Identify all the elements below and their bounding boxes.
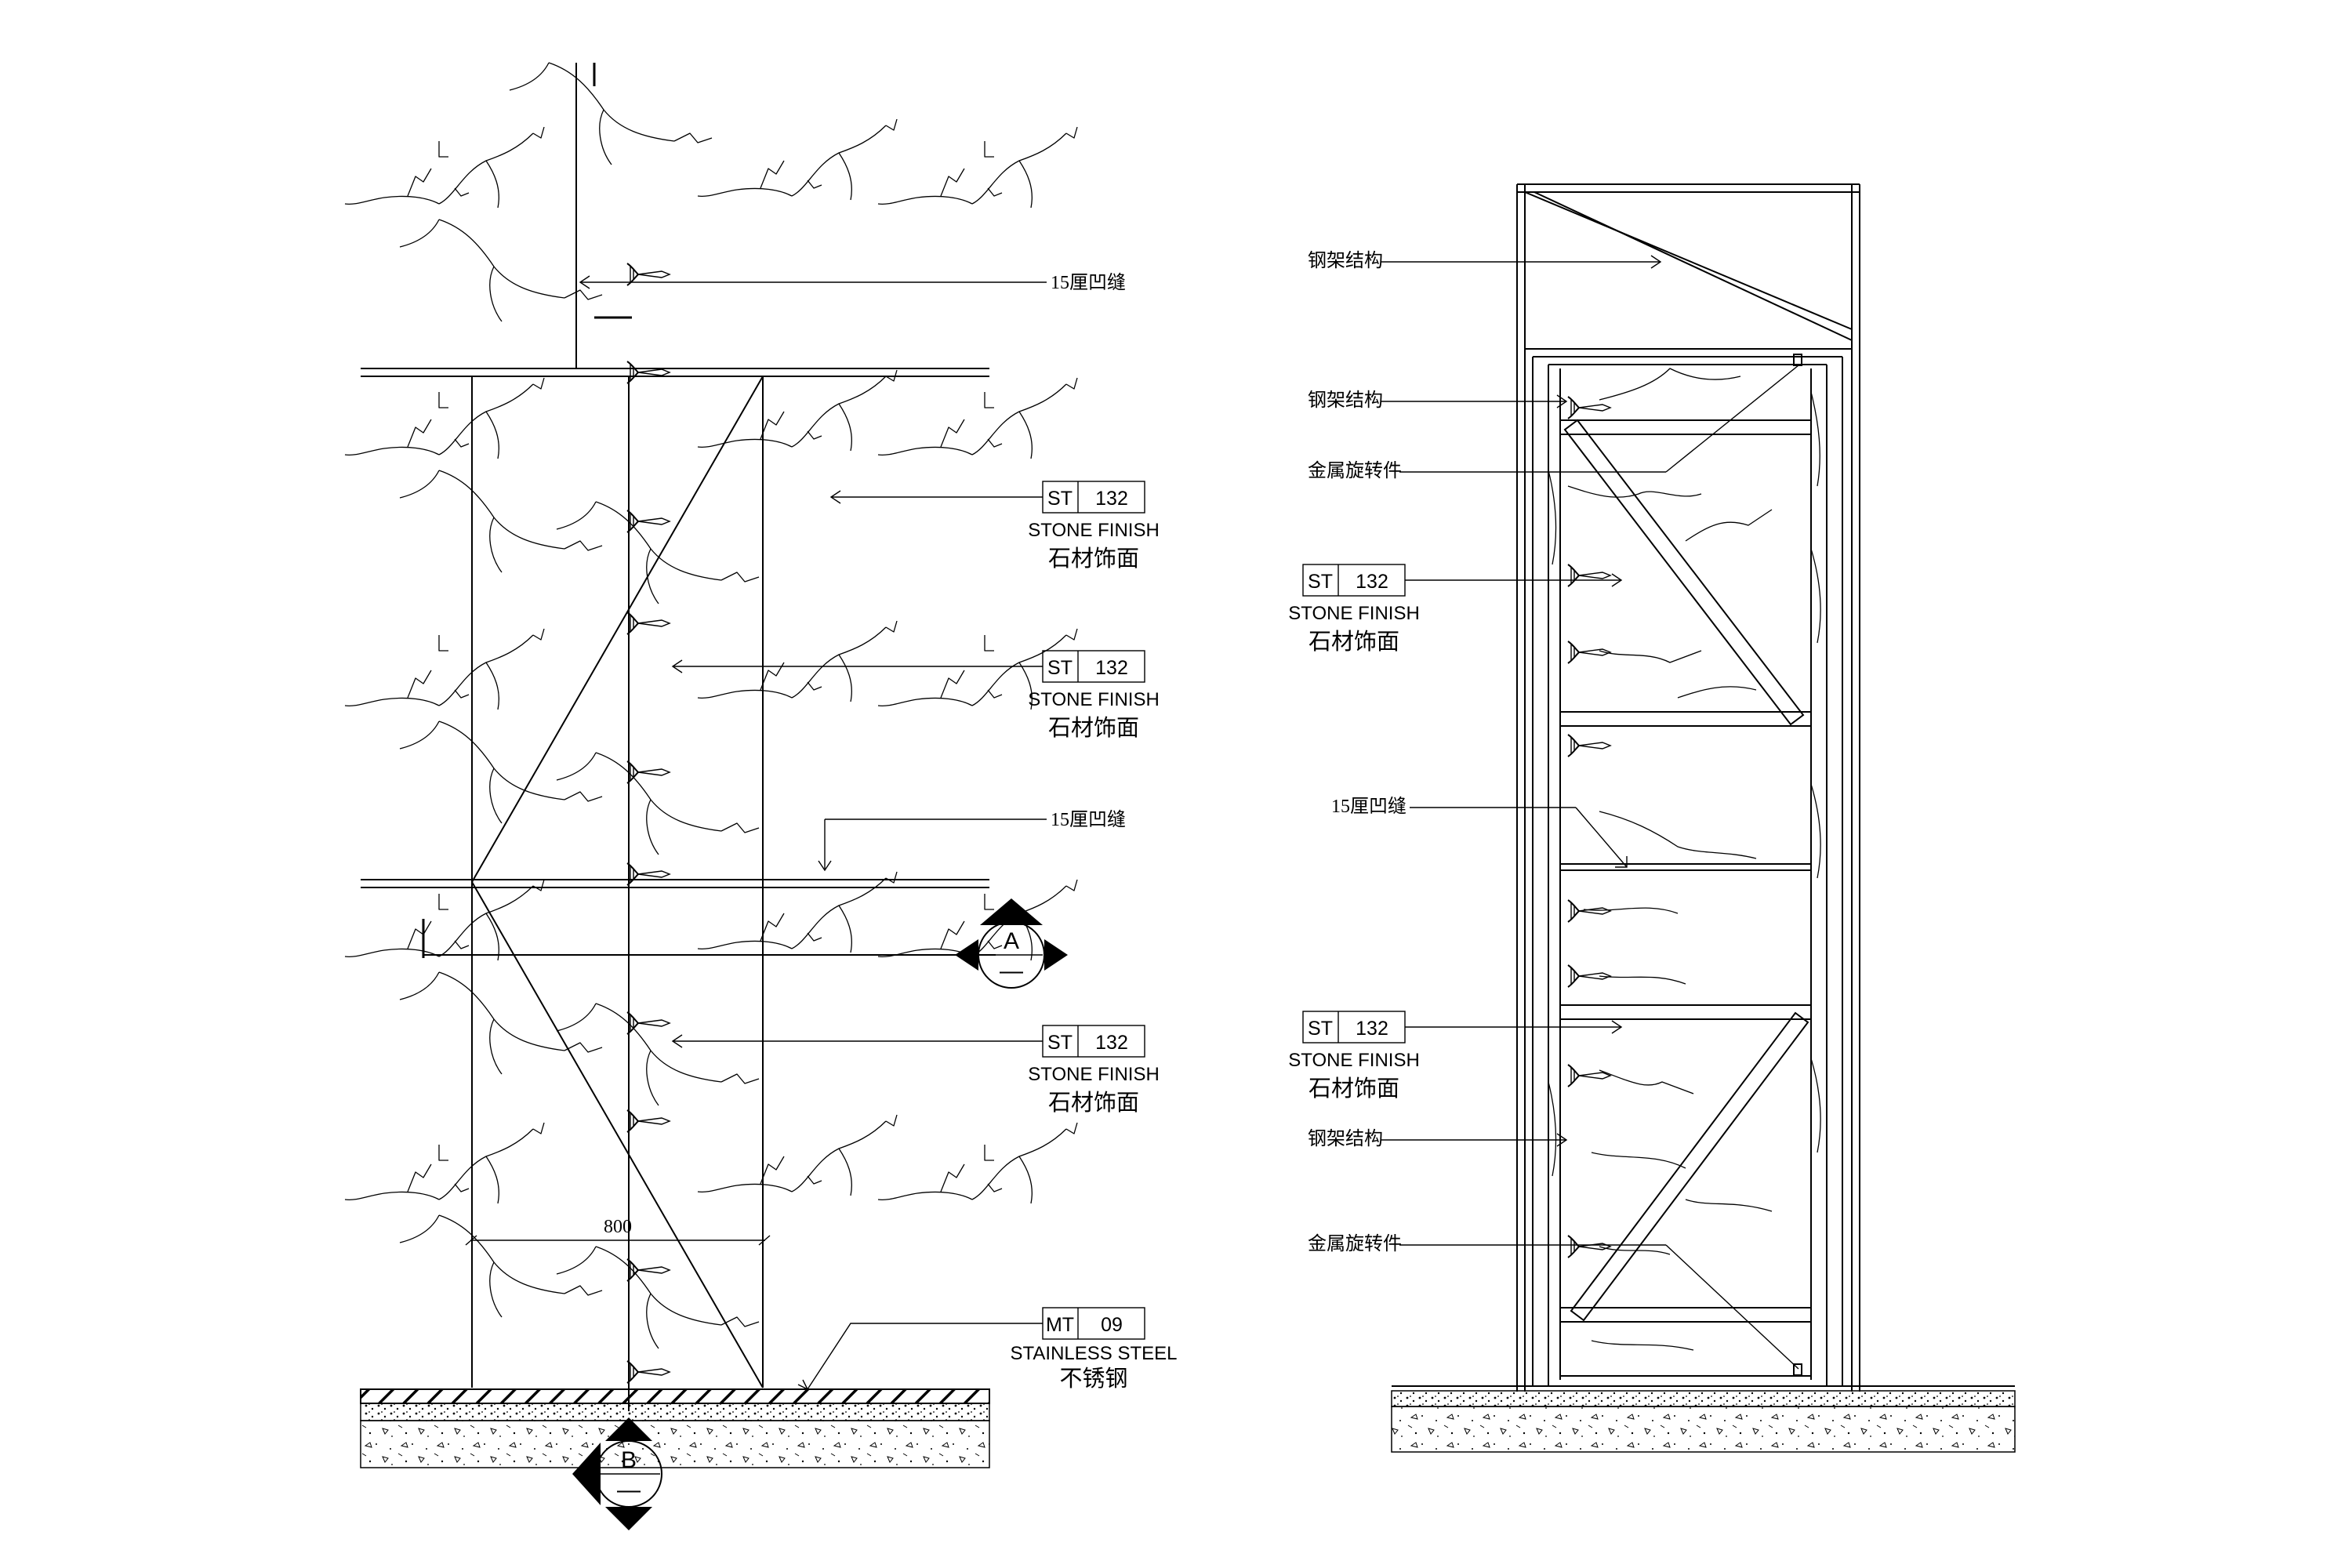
diagonal-brace-lower: [471, 881, 764, 1388]
svg-text:石材饰面: 石材饰面: [1048, 1089, 1139, 1116]
svg-text:132: 132: [1356, 1018, 1388, 1040]
section-a-symbol: A —: [955, 898, 1068, 989]
callout-swivel-top: 金属旋转件: [1308, 365, 1799, 481]
stone-finish-tag-3: ST 132 STONE FINISH 石材饰面: [671, 1025, 1160, 1116]
svg-text:B: B: [621, 1447, 637, 1473]
svg-text:ST: ST: [1047, 488, 1073, 510]
stone-finish-tag-1: ST 132 STONE FINISH 石材饰面: [829, 481, 1160, 572]
svg-text:石材饰面: 石材饰面: [1048, 545, 1139, 572]
svg-text:09: 09: [1101, 1314, 1123, 1336]
marble-veining: [344, 62, 1078, 1349]
svg-text:STONE FINISH: STONE FINISH: [1288, 1050, 1420, 1071]
svg-text:15厘凹缝: 15厘凹缝: [1051, 809, 1126, 830]
groove-label: 15厘凹缝: [1051, 272, 1126, 293]
svg-text:15厘凹缝: 15厘凹缝: [1331, 796, 1406, 817]
callout-steel-frame-top: 钢架结构: [1308, 250, 1662, 271]
svg-text:STAINLESS STEEL: STAINLESS STEEL: [1011, 1343, 1178, 1364]
svg-text:ST: ST: [1047, 657, 1073, 679]
svg-text:132: 132: [1095, 488, 1128, 510]
floor-build-up-left: [360, 1388, 990, 1468]
stainless-steel-tag: MT 09 STAINLESS STEEL 不锈钢: [797, 1307, 1178, 1392]
svg-text:132: 132: [1356, 571, 1388, 593]
svg-text:STONE FINISH: STONE FINISH: [1028, 520, 1160, 541]
svg-text:不锈钢: 不锈钢: [1059, 1365, 1127, 1392]
diagonal-brace-upper: [471, 376, 764, 883]
svg-text:A: A: [1004, 928, 1019, 954]
svg-text:ST: ST: [1308, 571, 1333, 593]
svg-text:ST: ST: [1308, 1018, 1333, 1040]
svg-text:STONE FINISH: STONE FINISH: [1028, 689, 1160, 710]
callout-steel-frame-bottom: 钢架结构: [1308, 1128, 1568, 1149]
svg-text:ST: ST: [1047, 1032, 1073, 1054]
section-b-symbol: B —: [572, 1417, 662, 1530]
callout-steel-frame-mid: 钢架结构: [1308, 390, 1568, 411]
stone-tag-section-bottom: ST 132 STONE FINISH 石材饰面: [1288, 1011, 1623, 1102]
svg-text:—: —: [1000, 958, 1023, 984]
marble-veining-section: [1548, 368, 1821, 1351]
svg-text:钢架结构: 钢架结构: [1308, 1128, 1383, 1149]
svg-text:石材饰面: 石材饰面: [1048, 714, 1139, 741]
floor-build-up-right: [1391, 1385, 2016, 1453]
steel-members: [1548, 419, 1827, 1387]
svg-text:金属旋转件: 金属旋转件: [1308, 1233, 1402, 1254]
callout-groove-mid: 15厘凹缝: [818, 809, 1126, 872]
svg-text:STONE FINISH: STONE FINISH: [1028, 1064, 1160, 1085]
dimension-800: 800: [465, 1217, 771, 1246]
left-elevation: 800 15厘凹缝 ST 132 STONE FINISH 石材饰面: [344, 62, 1178, 1530]
stone-finish-tag-2: ST 132 STONE FINISH 石材饰面: [671, 650, 1160, 741]
svg-text:钢架结构: 钢架结构: [1308, 390, 1383, 411]
callout-groove-section: 15厘凹缝: [1331, 796, 1628, 868]
svg-text:132: 132: [1095, 657, 1128, 679]
cabinet-frame: [1516, 183, 1860, 1392]
svg-text:132: 132: [1095, 1032, 1128, 1054]
right-section: 钢架结构 钢架结构 金属旋转件 ST 132 STONE FINISH 石材饰面…: [1288, 183, 2016, 1453]
svg-text:金属旋转件: 金属旋转件: [1308, 460, 1402, 481]
callout-groove-top: 15厘凹缝: [579, 272, 1126, 293]
stone-tag-section-top: ST 132 STONE FINISH 石材饰面: [1288, 564, 1623, 655]
svg-text:MT: MT: [1046, 1314, 1074, 1336]
svg-text:石材饰面: 石材饰面: [1308, 628, 1399, 655]
top-brace: [1524, 191, 1853, 330]
callout-swivel-bottom: 金属旋转件: [1308, 1233, 1799, 1370]
svg-text:石材饰面: 石材饰面: [1308, 1075, 1399, 1102]
svg-text:STONE FINISH: STONE FINISH: [1288, 603, 1420, 624]
svg-text:—: —: [617, 1477, 641, 1503]
svg-text:钢架结构: 钢架结构: [1308, 250, 1383, 271]
dimension-label: 800: [604, 1217, 632, 1237]
